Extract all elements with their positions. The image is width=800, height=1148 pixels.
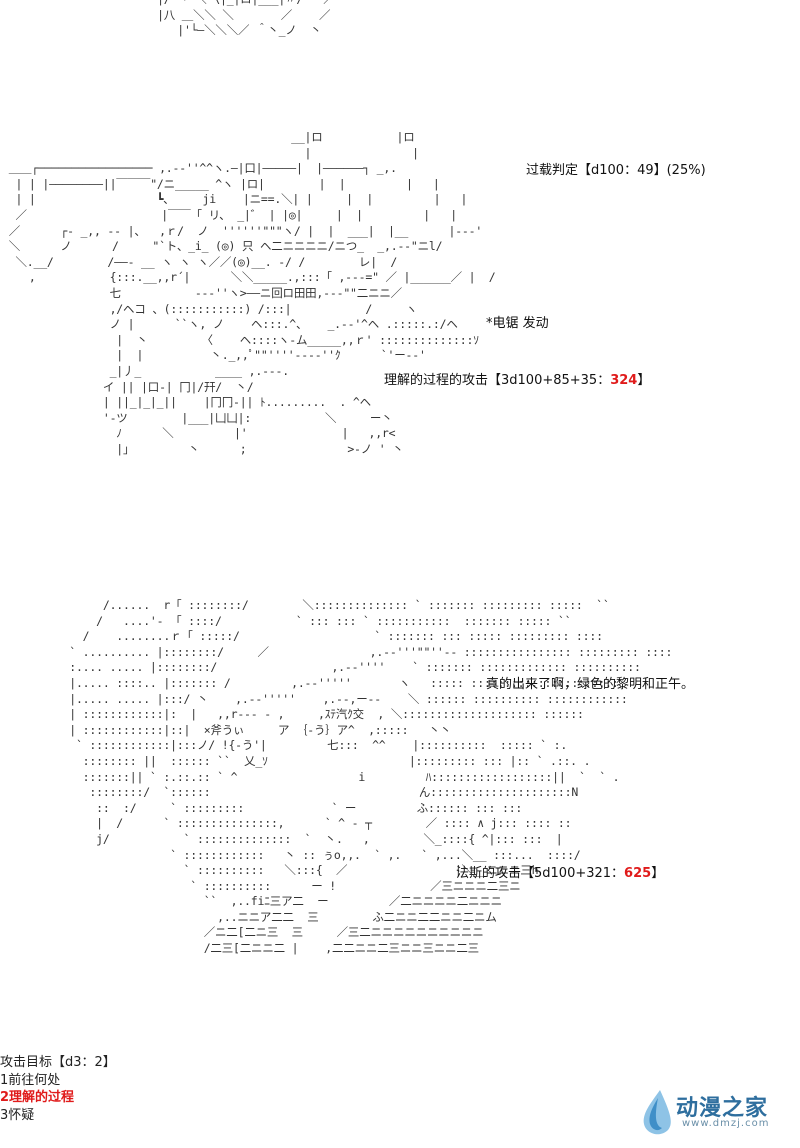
fas-attack-result: 625	[624, 866, 652, 881]
dawn-caption: 真的出来了啊，绿色的黎明和正午。	[486, 677, 695, 692]
target-option-1: 1前往何处	[0, 1072, 61, 1088]
fas-attack-suffix: 】	[651, 866, 665, 881]
understanding-attack-prefix: 理解的过程的攻击【3d100+85+35：	[384, 373, 611, 388]
fas-attack-prefix: 法斯的攻击【5d100+321：	[456, 866, 625, 881]
target-option-2-selected: 2理解的过程	[0, 1090, 75, 1105]
chainsaw-caption: *电锯 发动	[486, 316, 549, 331]
target-option-3: 3怀疑	[0, 1107, 35, 1123]
watermark-url: www.dmzj.com	[682, 1118, 770, 1129]
watermark-name: 动漫之家	[676, 1096, 769, 1121]
weapon-figure-art: __|ロ |ロ | | ＿＿┌───────────────── ,.-‐''^…	[8, 130, 496, 456]
understanding-attack-caption: 理解的过程的攻击【3d100+85+35：324】	[384, 372, 650, 390]
attack-target-menu: 攻击目标【d3：2】 1前往何处 2理解的过程 3怀疑	[0, 1054, 116, 1124]
droplet-icon	[643, 1090, 671, 1135]
understanding-attack-suffix: 】	[637, 373, 651, 388]
fas-attack-caption: 法斯的攻击【5d100+321：625】	[456, 865, 664, 883]
understanding-attack-result: 324	[610, 373, 638, 388]
watermark-logo: 动漫之家 www.dmzj.com	[636, 1088, 786, 1140]
face-figure-art: /...... r「 ::::::::/ ＼:::::::::::::: ` :…	[69, 598, 673, 956]
top-art-fragment: |/ 丶 ＼ \|_|ロ|___|〃/ ／ |八 ＿＼＼ ＼ ／ ／ |'└―＼…	[157, 0, 335, 38]
overload-check-caption: 过载判定【d100：49】(25%)	[526, 163, 706, 178]
attack-target-title: 攻击目标【d3：2】	[0, 1055, 116, 1070]
